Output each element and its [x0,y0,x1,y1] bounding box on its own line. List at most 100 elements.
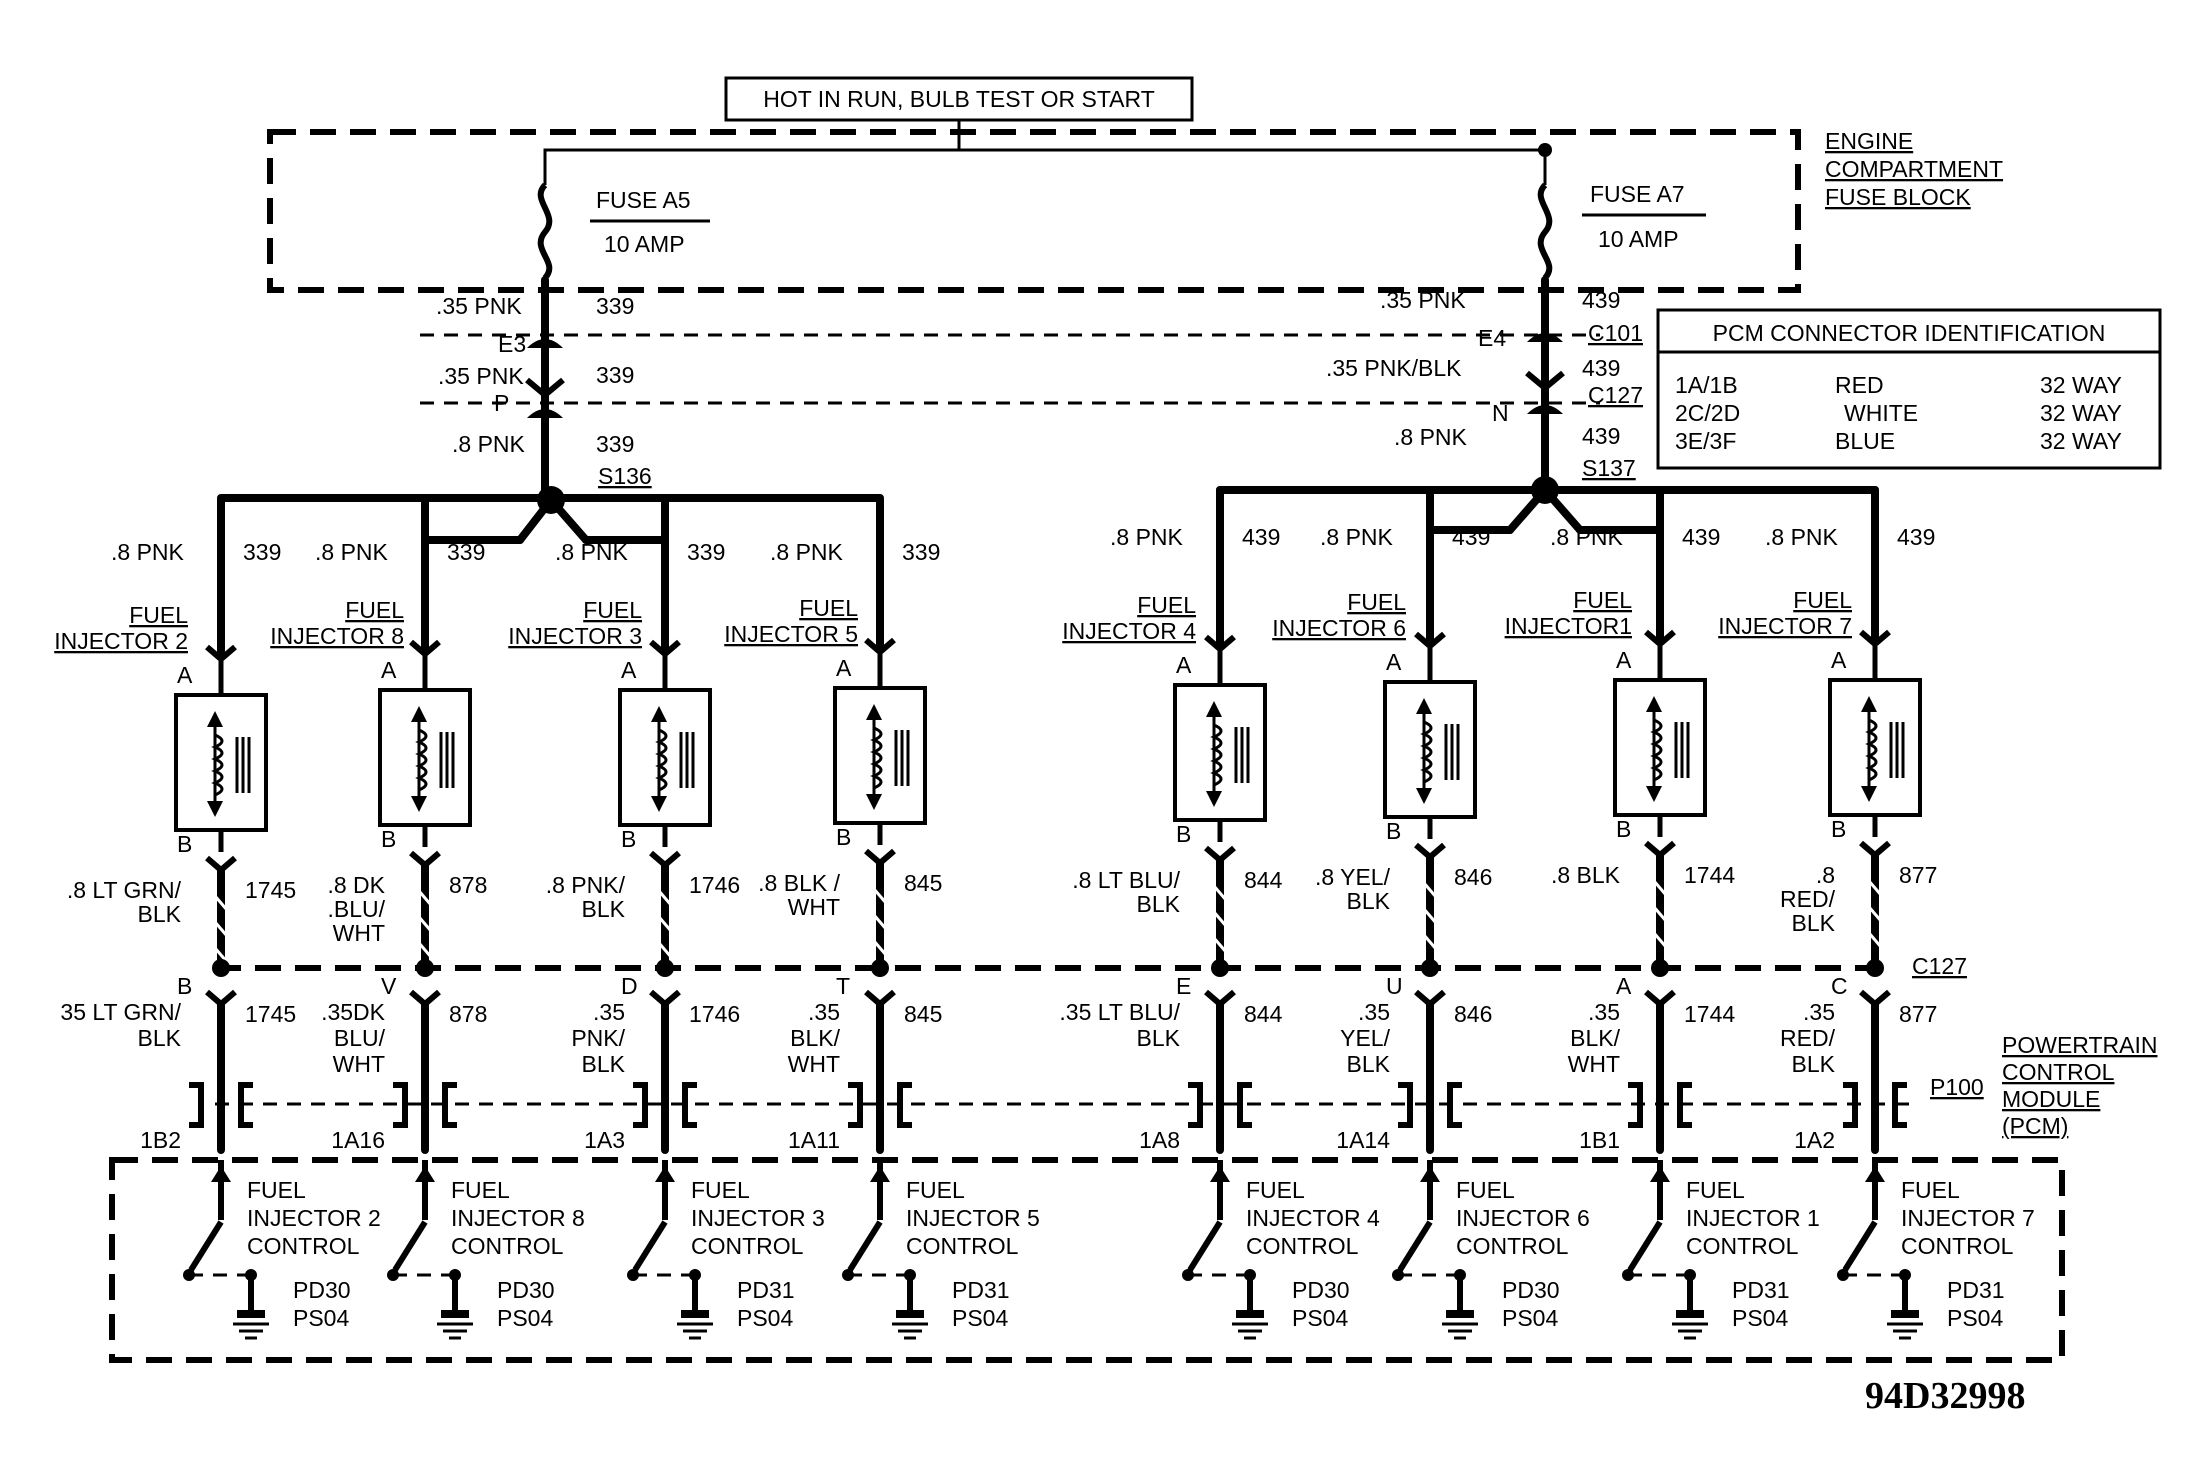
svg-text:S137: S137 [1582,455,1636,481]
svg-text:FUSE BLOCK: FUSE BLOCK [1825,184,1971,210]
svg-text:INJECTOR 3: INJECTOR 3 [508,623,642,649]
svg-text:T: T [836,973,850,999]
svg-text:POWERTRAIN: POWERTRAIN [2002,1032,2157,1058]
injector-title-1: FUEL [129,602,188,628]
svg-text:E4: E4 [1478,325,1506,351]
svg-text:WHT: WHT [788,1051,840,1077]
injector-title-3: FUEL [583,597,642,623]
svg-text:INJECTOR 5: INJECTOR 5 [906,1205,1040,1231]
injector-title-7: FUEL [1573,587,1632,613]
svg-text:FUEL: FUEL [691,1177,750,1203]
svg-text:1745: 1745 [245,1001,296,1027]
svg-text:B: B [1616,816,1631,842]
svg-text:B: B [177,831,192,857]
svg-text:1745: 1745 [245,877,296,903]
injector-title-8: FUEL [1793,587,1852,613]
svg-text:YEL/: YEL/ [1340,1025,1390,1051]
ground-icon [681,1310,709,1318]
svg-text:MODULE: MODULE [2002,1086,2100,1112]
svg-text:.35 PNK: .35 PNK [1380,287,1466,313]
svg-text:.35: .35 [808,999,840,1025]
svg-text:BLK: BLK [1347,1051,1391,1077]
svg-text:PS04: PS04 [1947,1305,2003,1331]
ground-icon [1446,1310,1474,1318]
svg-text:.8 PNK: .8 PNK [452,431,526,457]
svg-text:WHT: WHT [333,920,385,946]
svg-text:PS04: PS04 [1502,1305,1558,1331]
svg-text:E: E [1176,973,1191,999]
svg-text:INJECTOR 5: INJECTOR 5 [724,621,858,647]
svg-text:S136: S136 [598,463,652,489]
injector-title-4: FUEL [799,595,858,621]
svg-text:INJECTOR 4: INJECTOR 4 [1062,618,1196,644]
svg-text:PD31: PD31 [1732,1277,1790,1303]
svg-text:U: U [1386,973,1403,999]
svg-text:FUEL: FUEL [1901,1177,1960,1203]
svg-text:845: 845 [904,870,942,896]
svg-text:A: A [1386,649,1402,675]
svg-text:WHT: WHT [1568,1051,1620,1077]
svg-text:INJECTOR 2: INJECTOR 2 [54,628,188,654]
injector-title-5: FUEL [1137,592,1196,618]
svg-text:1746: 1746 [689,872,740,898]
svg-text:PD30: PD30 [1502,1277,1560,1303]
svg-text:RED: RED [1835,372,1884,398]
svg-text:339: 339 [243,539,281,565]
svg-text:CONTROL: CONTROL [906,1233,1019,1259]
svg-text:PNK/: PNK/ [571,1025,625,1051]
svg-text:BLK: BLK [1792,1051,1836,1077]
injector-title-6: FUEL [1347,589,1406,615]
svg-text:.8 PNK: .8 PNK [1110,524,1184,550]
svg-text:1746: 1746 [689,1001,740,1027]
fuse-block-label: ENGINE COMPARTMENT FUSE BLOCK [1825,128,2003,210]
svg-text:1A2: 1A2 [1794,1127,1835,1153]
svg-text:INJECTOR 6: INJECTOR 6 [1456,1205,1590,1231]
svg-text:.8 PNK: .8 PNK [1765,524,1839,550]
svg-text:FUEL: FUEL [451,1177,510,1203]
svg-text:878: 878 [449,872,487,898]
svg-text:PS04: PS04 [497,1305,553,1331]
svg-text:1B1: 1B1 [1579,1127,1620,1153]
svg-text:BLK: BLK [1792,910,1836,936]
svg-text:CONTROL: CONTROL [451,1233,564,1259]
svg-text:BLUE: BLUE [1835,428,1895,454]
svg-text:.8: .8 [1816,862,1835,888]
svg-text:.8 PNK/: .8 PNK/ [546,872,626,898]
svg-text:BLK: BLK [138,901,182,927]
svg-text:1A3: 1A3 [584,1127,625,1153]
svg-text:WHT: WHT [333,1051,385,1077]
svg-text:32 WAY: 32 WAY [2040,428,2122,454]
svg-text:INJECTOR 2: INJECTOR 2 [247,1205,381,1231]
svg-text:10 AMP: 10 AMP [604,231,685,257]
svg-text:C: C [1831,973,1848,999]
svg-text:339: 339 [596,431,634,457]
svg-text:CONTROL: CONTROL [247,1233,360,1259]
svg-text:CONTROL: CONTROL [1456,1233,1569,1259]
svg-text:846: 846 [1454,864,1492,890]
fuse-a5: FUSE A5 10 AMP [537,182,710,281]
svg-text:B: B [836,824,851,850]
pcm-label: POWERTRAIN CONTROL MODULE (PCM) [2002,1032,2157,1139]
svg-text:BLK: BLK [582,1051,626,1077]
svg-text:1744: 1744 [1684,862,1735,888]
ground-icon [1891,1310,1919,1318]
svg-text:CONTROL: CONTROL [1686,1233,1799,1259]
svg-text:CONTROL: CONTROL [1901,1233,2014,1259]
svg-text:.35DK: .35DK [321,999,386,1025]
svg-text:INJECTOR 1: INJECTOR 1 [1686,1205,1820,1231]
svg-text:845: 845 [904,1001,942,1027]
svg-text:INJECTOR 4: INJECTOR 4 [1246,1205,1380,1231]
svg-text:.8 PNK: .8 PNK [111,539,185,565]
svg-text:844: 844 [1244,1001,1283,1027]
svg-text:FUSE A7: FUSE A7 [1590,181,1685,207]
svg-text:878: 878 [449,1001,487,1027]
svg-text:B: B [1386,818,1401,844]
svg-text:FUEL: FUEL [1456,1177,1515,1203]
svg-text:.35: .35 [1588,999,1620,1025]
svg-text:INJECTOR 3: INJECTOR 3 [691,1205,825,1231]
svg-text:.35 PNK: .35 PNK [436,293,522,319]
